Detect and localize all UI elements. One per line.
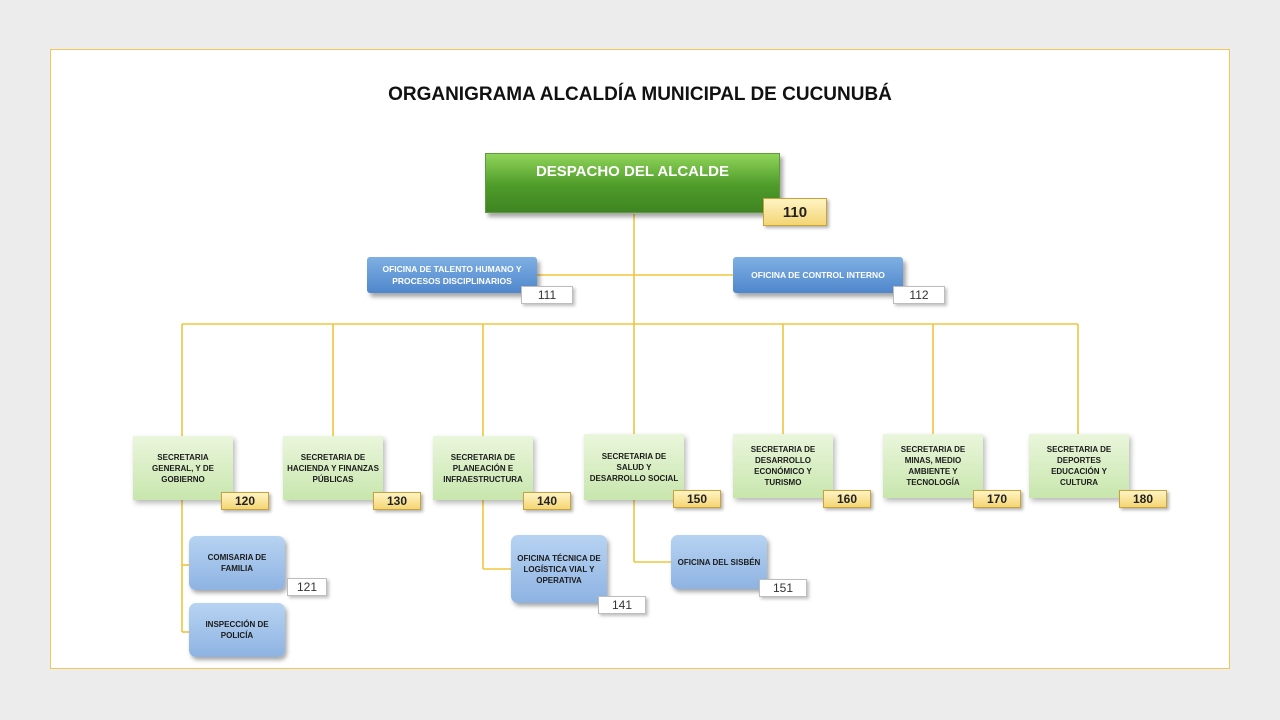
- secretaria-code: 150: [673, 490, 721, 508]
- secretaria-label: SECRETARIA DE HACIENDA Y FINANZAS PÚBLIC…: [287, 452, 379, 484]
- secretaria-label: SECRETARIA DE MINAS, MEDIO AMBIENTE Y TE…: [900, 445, 966, 487]
- office-control-interno: OFICINA DE CONTROL INTERNO: [733, 257, 903, 293]
- office-label: OFICINA DE CONTROL INTERNO: [751, 270, 885, 280]
- secretaria-box: SECRETARIA DE PLANEACIÓN E INFRAESTRUCTU…: [433, 436, 533, 500]
- sub-unit-label: INSPECCIÓN DE POLICÍA: [205, 620, 269, 640]
- secretaria-box: SECRETARIA DE SALUD Y DESARROLLO SOCIAL: [584, 434, 684, 500]
- secretaria-code: 120: [221, 492, 269, 510]
- office-code: 112: [893, 286, 945, 304]
- secretaria-label: SECRETARIA DE SALUD Y DESARROLLO SOCIAL: [589, 451, 679, 483]
- sub-unit-label: OFICINA DEL SISBÉN: [677, 557, 761, 567]
- office-talento-humano: OFICINA DE TALENTO HUMANO Y PROCESOS DIS…: [367, 257, 537, 293]
- secretaria-code: 170: [973, 490, 1021, 508]
- sub-unit-box: COMISARIA DE FAMILIA: [189, 536, 285, 590]
- secretaria-code: 180: [1119, 490, 1167, 508]
- sub-unit-box: OFICINA DEL SISBÉN: [671, 535, 767, 589]
- secretaria-box: SECRETARIA DE DEPORTES EDUCACIÓN Y CULTU…: [1029, 434, 1129, 498]
- secretaria-box: SECRETARIA DE MINAS, MEDIO AMBIENTE Y TE…: [883, 434, 983, 498]
- root-label: DESPACHO DEL ALCALDE: [535, 163, 730, 180]
- sub-unit-code: 151: [759, 579, 807, 597]
- sub-unit-code: 121: [287, 578, 327, 596]
- sub-unit-code: 141: [598, 596, 646, 614]
- sub-unit-label: COMISARIA DE FAMILIA: [207, 553, 267, 573]
- root-code: 110: [763, 198, 827, 226]
- secretaria-label: SECRETARIA DE DESARROLLO ECONÓMICO Y TUR…: [750, 445, 816, 487]
- office-code: 111: [521, 286, 573, 304]
- secretaria-code: 130: [373, 492, 421, 510]
- sub-unit-box: OFICINA TÉCNICA DE LOGÍSTICA VIAL Y OPER…: [511, 535, 607, 603]
- chart-title: ORGANIGRAMA ALCALDÍA MUNICIPAL DE CUCUNU…: [388, 84, 892, 105]
- secretaria-box: SECRETARIA GENERAL, Y DE GOBIERNO: [133, 436, 233, 500]
- sub-unit-box: INSPECCIÓN DE POLICÍA: [189, 603, 285, 657]
- secretaria-label: SECRETARIA GENERAL, Y DE GOBIERNO: [152, 452, 214, 484]
- secretaria-label: SECRETARIA DE PLANEACIÓN E INFRAESTRUCTU…: [443, 452, 523, 484]
- office-label: OFICINA DE TALENTO HUMANO Y PROCESOS DIS…: [382, 264, 522, 286]
- secretaria-label: SECRETARIA DE DEPORTES EDUCACIÓN Y CULTU…: [1046, 445, 1112, 487]
- secretaria-box: SECRETARIA DE HACIENDA Y FINANZAS PÚBLIC…: [283, 436, 383, 500]
- secretaria-box: SECRETARIA DE DESARROLLO ECONÓMICO Y TUR…: [733, 434, 833, 498]
- secretaria-code: 160: [823, 490, 871, 508]
- org-chart-frame: ORGANIGRAMA ALCALDÍA MUNICIPAL DE CUCUNU…: [50, 49, 1230, 669]
- root-despacho-alcalde: DESPACHO DEL ALCALDE: [485, 153, 780, 213]
- connector-lines: [181, 214, 1079, 633]
- secretaria-code: 140: [523, 492, 571, 510]
- sub-unit-label: OFICINA TÉCNICA DE LOGÍSTICA VIAL Y OPER…: [517, 553, 601, 585]
